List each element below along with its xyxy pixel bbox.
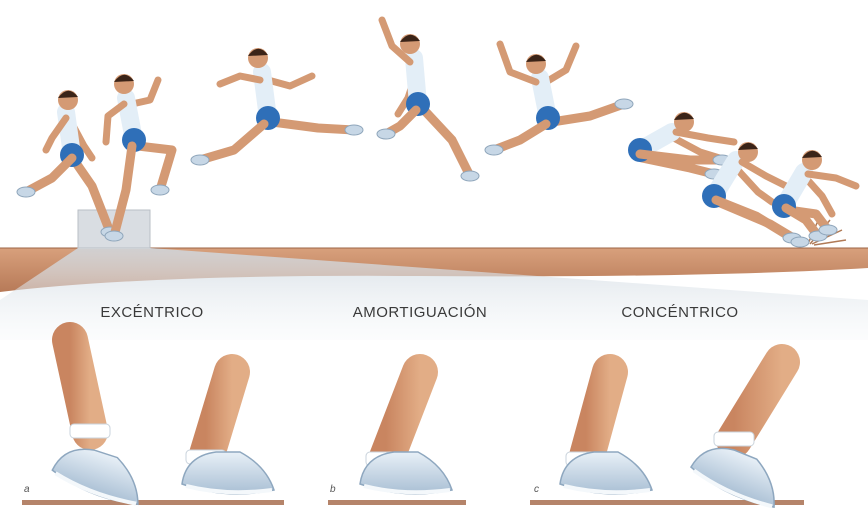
- foot-panels: [49, 340, 788, 511]
- jumper-pose-3: [191, 48, 363, 165]
- jumper-pose-4: [377, 20, 479, 181]
- panel-letter-c: c: [534, 484, 539, 495]
- jumper-pose-1: [17, 90, 119, 237]
- panel-letter-b: b: [330, 484, 336, 495]
- jumper-pose-8: [772, 150, 856, 241]
- panel-letter-a: a: [24, 484, 30, 495]
- phase-label-amortization: AMORTIGUACIÓN: [320, 304, 520, 321]
- foot-illustration-5: [687, 362, 788, 511]
- jumper-pose-6: [628, 112, 734, 179]
- foot-illustration-1: [49, 340, 149, 508]
- foot-illustration-4: [560, 372, 652, 494]
- phase-label-concentric: CONCÉNTRICO: [580, 304, 780, 321]
- jumper-pose-5: [485, 44, 633, 155]
- foot-illustration-2: [182, 372, 274, 494]
- ground-lines: [22, 500, 804, 505]
- phase-label-eccentric: EXCÉNTRICO: [52, 304, 252, 321]
- foot-illustration-3: [360, 372, 452, 494]
